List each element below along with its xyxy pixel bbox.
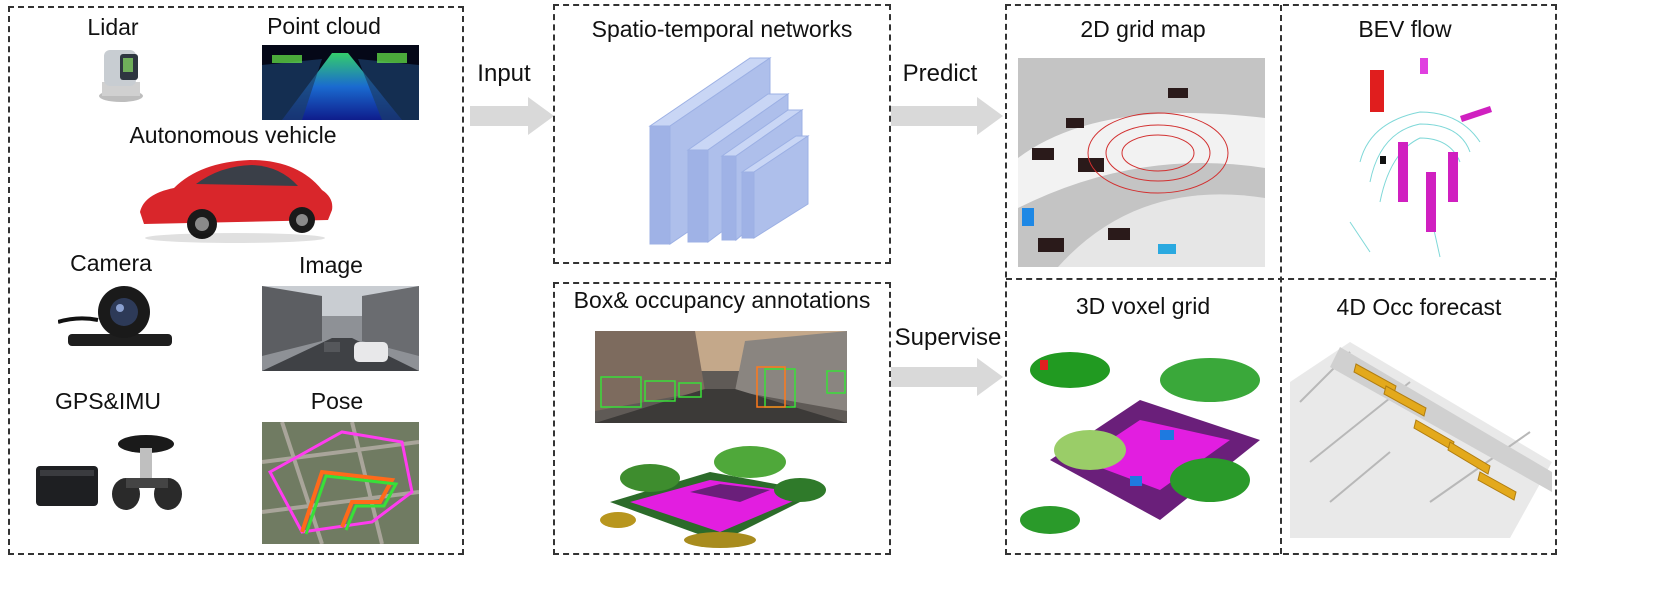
pose-label: Pose — [310, 388, 364, 414]
point-cloud-label: Point cloud — [267, 13, 381, 39]
supervise-arrow — [889, 358, 1003, 396]
voxel-grid-title: 3D voxel grid — [1075, 293, 1211, 319]
voxel-grid-image — [1010, 340, 1268, 542]
bev-flow-title: BEV flow — [1358, 16, 1452, 42]
lidar-image — [94, 44, 148, 104]
vehicle-label: Autonomous vehicle — [129, 122, 337, 148]
networks-title: Spatio-temporal networks — [591, 16, 853, 42]
occupancy-annotation-image — [590, 432, 840, 550]
predict-arrow — [889, 97, 1003, 135]
input-arrow — [470, 97, 554, 135]
network-blocks-icon — [648, 57, 810, 245]
camera-image — [58, 276, 182, 358]
grid-map-image — [1018, 58, 1265, 267]
point-cloud-image — [262, 45, 419, 120]
input-arrow-label: Input — [477, 60, 531, 87]
annotations-title: Box& occupancy annotations — [573, 287, 871, 313]
camera-frame-image — [262, 286, 419, 371]
box-annotation-image — [595, 331, 847, 423]
lidar-label: Lidar — [87, 14, 139, 40]
image-label: Image — [299, 252, 363, 278]
pose-image — [262, 422, 419, 544]
vehicle-image — [130, 150, 340, 246]
grid-map-title: 2D grid map — [1080, 16, 1206, 42]
camera-label: Camera — [70, 250, 152, 276]
predict-arrow-label: Predict — [902, 60, 978, 87]
occ-forecast-image — [1290, 342, 1552, 538]
outputs-horizontal-divider — [1006, 278, 1556, 280]
gps-imu-label: GPS&IMU — [54, 388, 162, 414]
gps-imu-image — [30, 432, 192, 516]
supervise-arrow-label: Supervise — [894, 324, 1002, 351]
occ-forecast-title: 4D Occ forecast — [1336, 294, 1502, 320]
bev-flow-image — [1330, 52, 1526, 264]
